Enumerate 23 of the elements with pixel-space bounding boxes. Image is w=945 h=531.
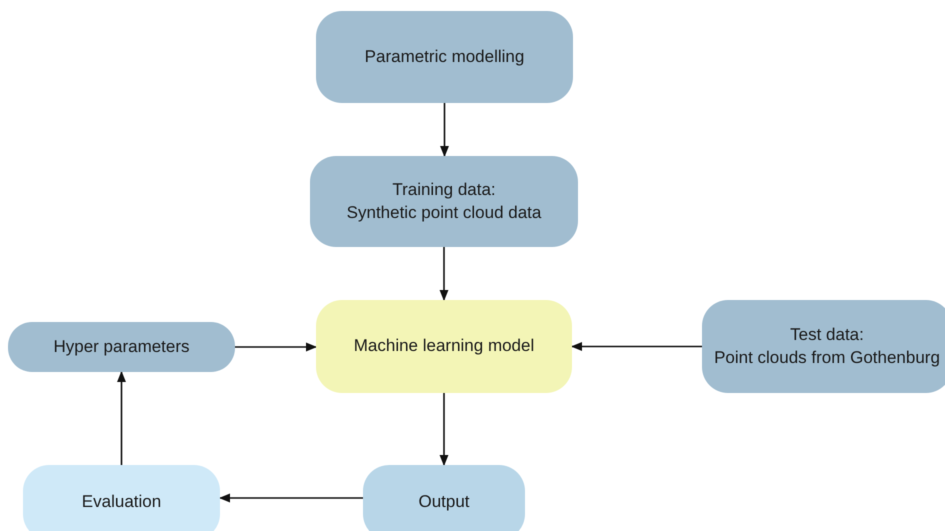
box-text: Hyper parameters — [53, 336, 190, 358]
process-box — [8, 322, 235, 372]
process-box — [316, 11, 573, 103]
box-text: Parametric modelling — [364, 46, 524, 68]
process-box — [363, 465, 525, 531]
process-box — [316, 300, 572, 393]
box-text: Point clouds from Gothenburg — [714, 346, 940, 368]
box-text: Output — [418, 491, 470, 514]
box-text: Synthetic point cloud data — [346, 202, 542, 224]
box-text: Machine learning model — [354, 335, 534, 358]
box-text: Training data: — [392, 178, 496, 201]
process-box — [23, 465, 220, 531]
arrow — [117, 370, 126, 465]
arrow — [440, 393, 448, 466]
box-text: Test data: — [790, 324, 864, 346]
process-box — [702, 300, 945, 393]
box-text: Evaluation — [82, 491, 162, 514]
process-box — [310, 156, 578, 247]
arrow — [440, 247, 448, 302]
arrow — [235, 342, 318, 352]
arrow — [570, 342, 702, 351]
arrow — [218, 494, 363, 502]
arrow — [440, 103, 449, 158]
